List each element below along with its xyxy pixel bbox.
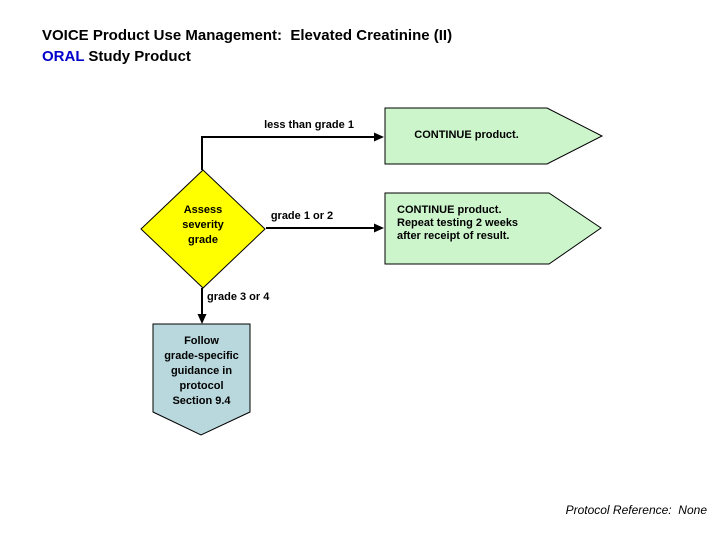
protocol-reference-note: Protocol Reference: None xyxy=(565,503,707,517)
arrowhead-less-than-grade-1 xyxy=(374,132,384,142)
page-title: VOICE Product Use Management: Elevated C… xyxy=(42,27,453,44)
outcome-continue-repeat-shape xyxy=(384,192,602,265)
outcome-guidance-shape xyxy=(152,323,251,436)
connector-less-than-grade-1 xyxy=(201,136,375,170)
branch-label-grade-1-or-2: grade 1 or 2 xyxy=(270,210,334,222)
arrowhead-grade-3-or-4 xyxy=(197,314,207,324)
outcome-continue-shape xyxy=(384,107,604,165)
outcome-continue-label: CONTINUE product. xyxy=(414,129,519,141)
subtitle-oral-accent: ORAL xyxy=(42,48,85,65)
branch-label-less-than-grade-1: less than grade 1 xyxy=(264,119,354,131)
subtitle-rest: Study Product xyxy=(84,48,191,65)
arrowhead-grade-1-or-2 xyxy=(374,223,384,233)
decision-diamond-shape xyxy=(140,169,266,289)
outcome-guidance-label: Follow grade-specific guidance in protoc… xyxy=(164,335,239,407)
branch-label-grade-3-or-4: grade 3 or 4 xyxy=(207,291,270,303)
page-subtitle: ORAL Study Product xyxy=(42,48,191,67)
outcome-continue-repeat-label: CONTINUE product. Repeat testing 2 weeks… xyxy=(397,204,519,242)
decision-diamond-label: Assess severity grade xyxy=(182,204,224,246)
